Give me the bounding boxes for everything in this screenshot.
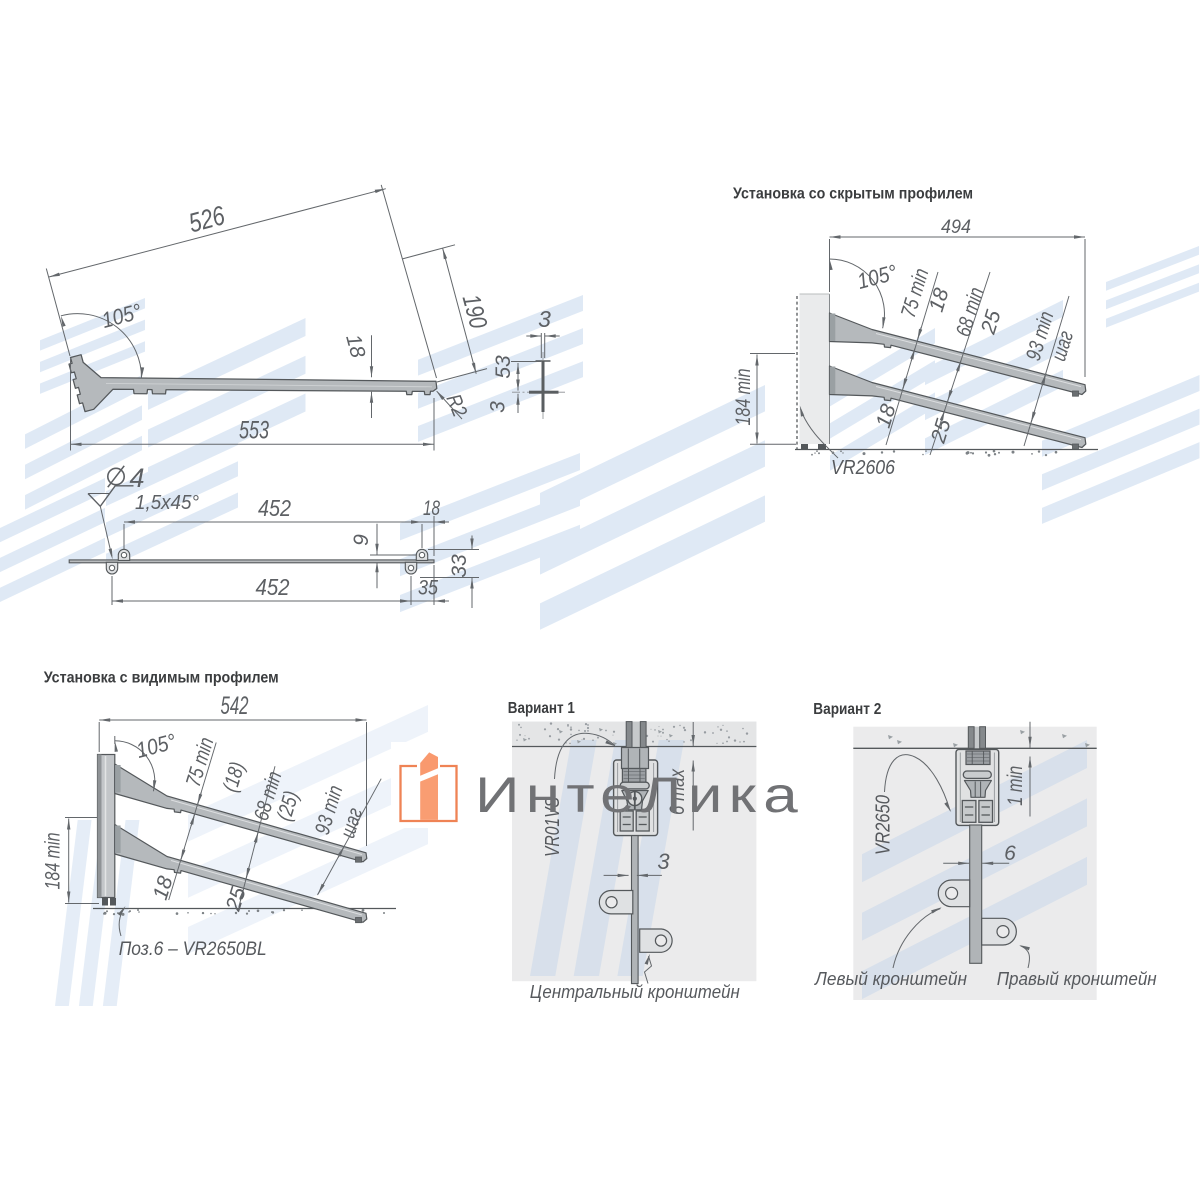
svg-text:ИнтеЛика: ИнтеЛика [475,767,804,823]
svg-text:3: 3 [487,401,510,413]
svg-text:452: 452 [256,574,290,600]
svg-text:542: 542 [221,692,249,720]
svg-text:VR01VS: VR01VS [542,796,564,857]
svg-text:452: 452 [258,495,291,521]
svg-text:494: 494 [941,216,971,238]
svg-text:4: 4 [129,463,144,493]
svg-text:Правый кронштейн: Правый кронштейн [997,968,1157,989]
svg-text:VR2606: VR2606 [831,457,896,479]
svg-text:184 min: 184 min [732,369,755,426]
svg-text:6 max: 6 max [666,768,689,815]
svg-text:Вариант 1: Вариант 1 [508,700,575,717]
svg-text:1 min: 1 min [1004,766,1027,806]
svg-text:35: 35 [418,577,438,600]
svg-text:3: 3 [657,849,670,874]
svg-text:Установка с видимым профилем: Установка с видимым профилем [44,670,279,687]
svg-text:Вариант 2: Вариант 2 [813,701,881,718]
svg-text:18: 18 [423,497,440,520]
svg-text:553: 553 [239,417,269,445]
svg-text:Установка со скрытым профилем: Установка со скрытым профилем [733,186,973,203]
svg-text:53: 53 [492,355,515,379]
svg-text:3: 3 [538,306,551,332]
svg-text:Центральный кронштейн: Центральный кронштейн [530,981,740,1002]
svg-text:Поз.6 – VR2650BL: Поз.6 – VR2650BL [119,939,267,960]
svg-text:Левый кронштейн: Левый кронштейн [814,968,967,989]
svg-text:VR2650: VR2650 [872,795,894,855]
svg-text:9: 9 [350,534,373,546]
svg-text:6: 6 [1004,842,1016,865]
svg-text:1,5x45°: 1,5x45° [135,492,199,514]
svg-text:184 min: 184 min [42,833,65,890]
svg-text:33: 33 [448,554,471,578]
